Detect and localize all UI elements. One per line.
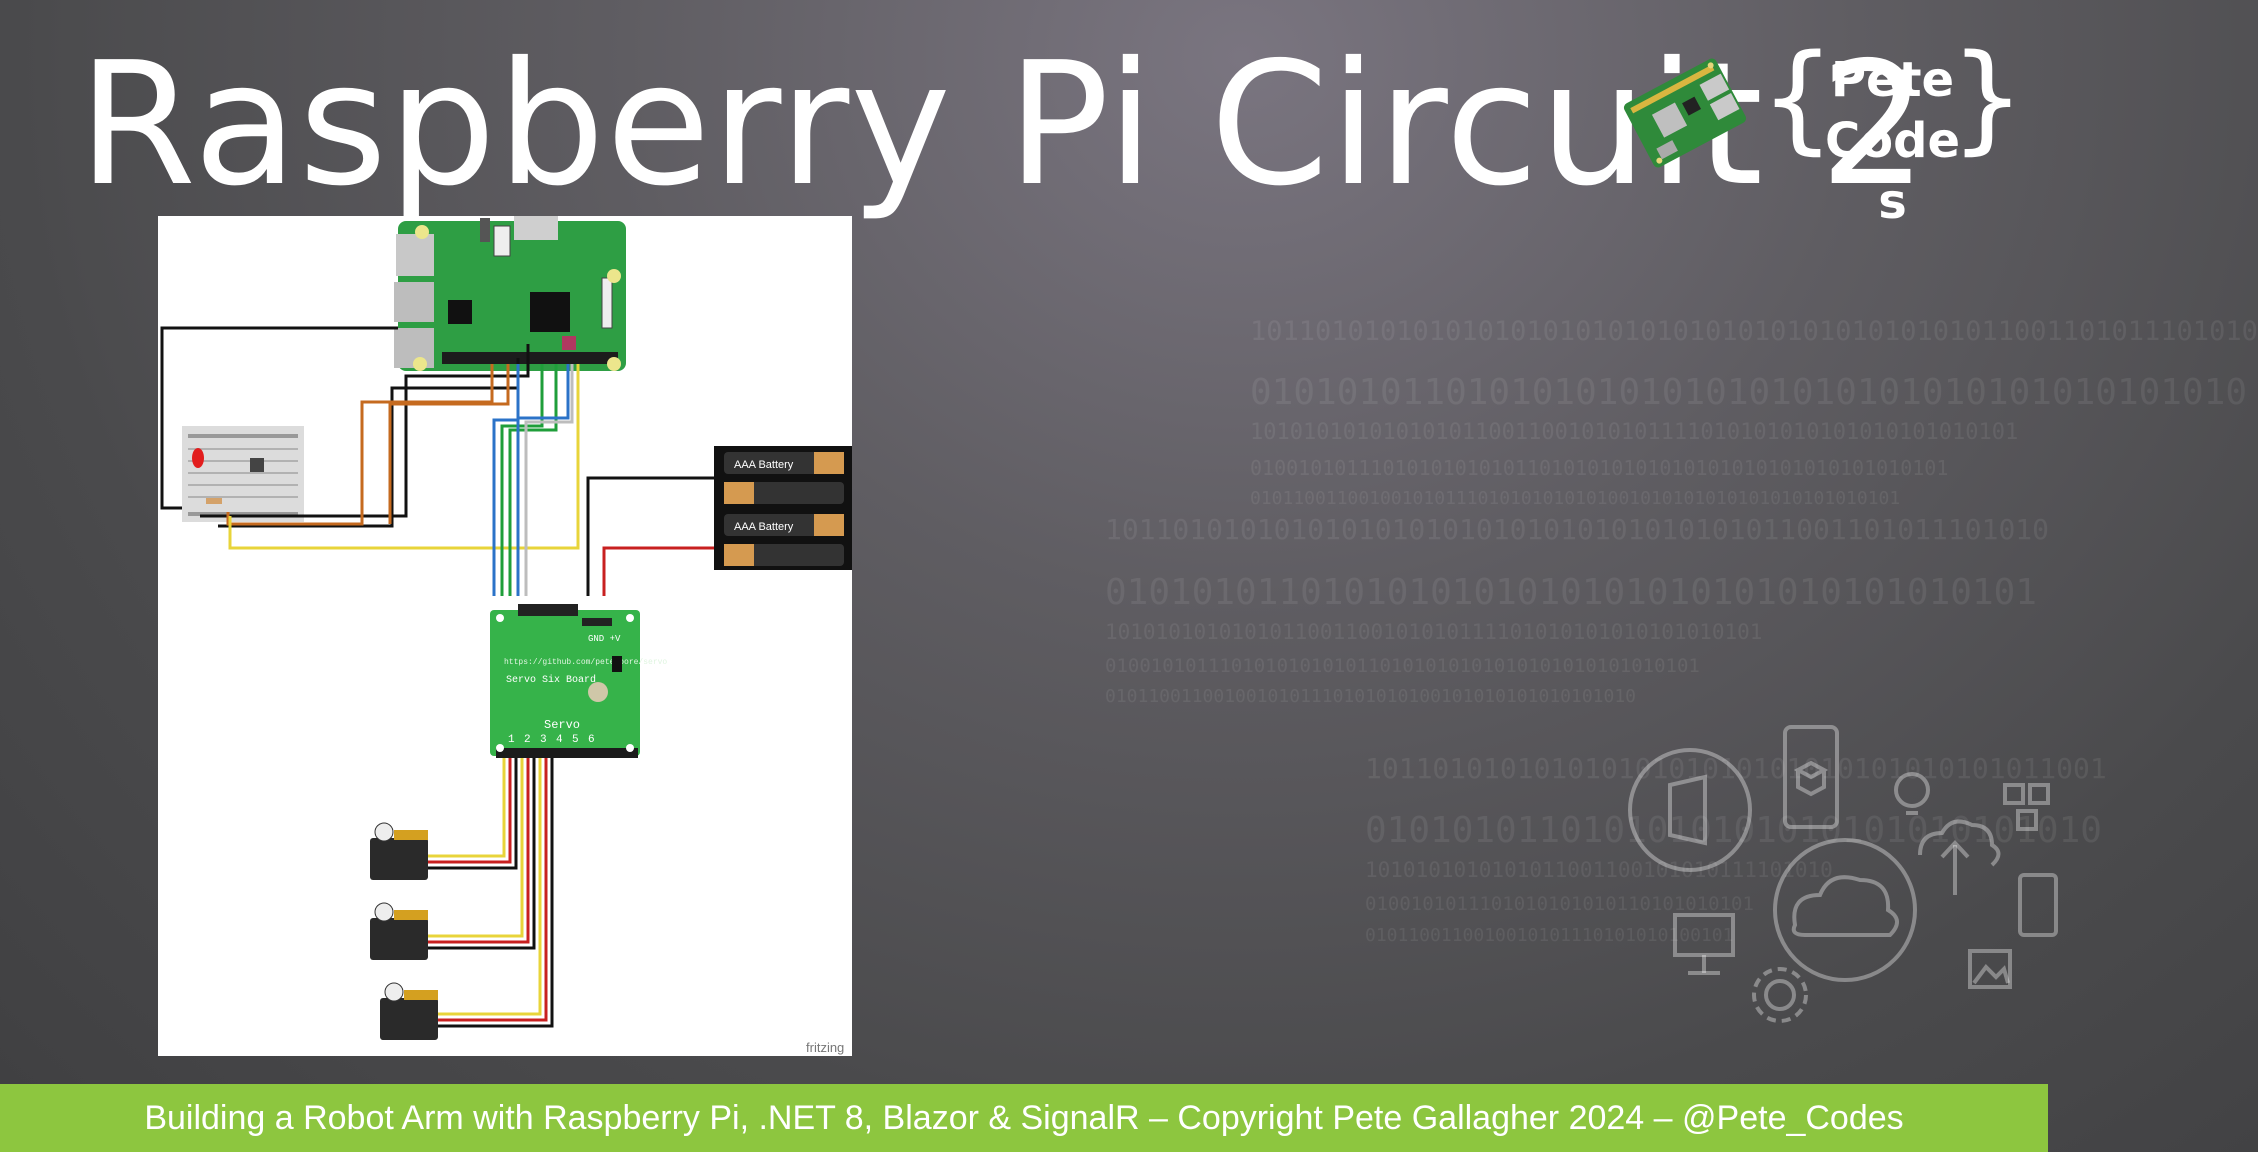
servo-number: 5 [572,734,579,746]
brand-text: Pete Code s [1760,50,2025,233]
binary-row: 1010101010101011001100101010111101010 [1365,858,1833,882]
servo-number: 4 [556,734,563,746]
binary-row: 0100101011101010101010110101010101010101… [1250,456,1949,480]
battery-label: AAA Battery [734,459,794,471]
battery-pack: AAA Battery AAA Battery [714,446,852,570]
servo-number: 1 [508,734,515,746]
raspberry-pi-board [394,216,626,371]
brand-line: s [1878,174,1907,230]
upload-cloud-icon [1918,819,2001,895]
servo-board: GND +V https://github.com/petemoore/serv… [490,604,667,758]
push-button-icon [250,458,264,472]
network-icon [2003,783,2050,831]
slide-title: Raspberry Pi Circuit 2 [78,26,1929,224]
binary-row: 1011010101010101010101010101010101010101… [1250,316,2258,347]
led-icon [192,448,204,468]
servo-label: Servo [544,718,580,732]
raspberry-pi-board-icon [1623,58,1747,168]
servo-board-url: https://github.com/petemoore/servo [504,658,667,667]
left-brace-icon: { [1760,28,1836,166]
servo-number: 3 [540,734,547,746]
desktop-icon [1673,913,1735,975]
binary-row: 0101100110010010101110101010101010010101… [1250,488,1901,509]
binary-row: 0101010110101010101010101010101010101010… [1105,572,2037,613]
resistor-icon [206,498,222,504]
circuit-diagram: AAA Battery AAA Battery [158,216,852,1056]
binary-row: 1010101010101011001100101010111101010101… [1105,620,1763,644]
brand-line: Code [1824,113,1961,169]
binary-row: 0100101011101010101010110101010101 [1365,893,1754,915]
phone-cube-icon [1783,725,1839,829]
servo-board-title: Servo Six Board [506,674,596,686]
binary-row: 1011010101010101010101010101010101010101… [1365,752,2107,785]
battery-label: AAA Battery [734,521,794,533]
right-brace-icon: } [1949,28,2025,166]
footer-bar: Building a Robot Arm with Raspberry Pi, … [0,1084,2048,1152]
lightbulb-icon [1894,772,1930,815]
binary-row: 0100101011101010101010110101010101010101… [1105,655,1700,677]
binary-row: 0101010110101010101010101010101010101010… [1250,372,2247,413]
image-icon [1968,949,2012,989]
servo-number: 2 [524,734,531,746]
servo-number: 6 [588,734,595,746]
binary-row: 0101010110101010101010101010101010 [1365,810,2102,851]
pete-codes-logo: { Pete Code s } [1760,28,2025,230]
power-label: GND +V [588,634,621,644]
binary-row: 0101100110010010101110101010100101010101… [1105,686,1637,707]
footer-text: Building a Robot Arm with Raspberry Pi, … [144,1098,1904,1137]
servo-motors [370,822,438,1040]
tech-icons [1628,725,2058,1023]
wires [160,326,714,596]
binary-row: 1011010101010101010101010101010101010101… [1105,513,2050,546]
gear-icon [1752,967,1808,1023]
breadboard [182,426,304,522]
brand-line: Pete [1830,52,1955,108]
servo-icon [370,822,428,880]
servo-wires [428,758,554,1028]
binary-row: 0101100110010010101110101010100101 [1365,925,1734,946]
servo-icon [370,902,428,960]
fritzing-watermark: fritzing [806,1040,844,1055]
servo-icon [380,982,438,1040]
cloud-icon [1773,838,1917,982]
tablet-icon [2018,873,2058,937]
binary-row: 1010101010101010110011001010101111010101… [1250,420,2019,445]
office-icon [1628,748,1752,872]
